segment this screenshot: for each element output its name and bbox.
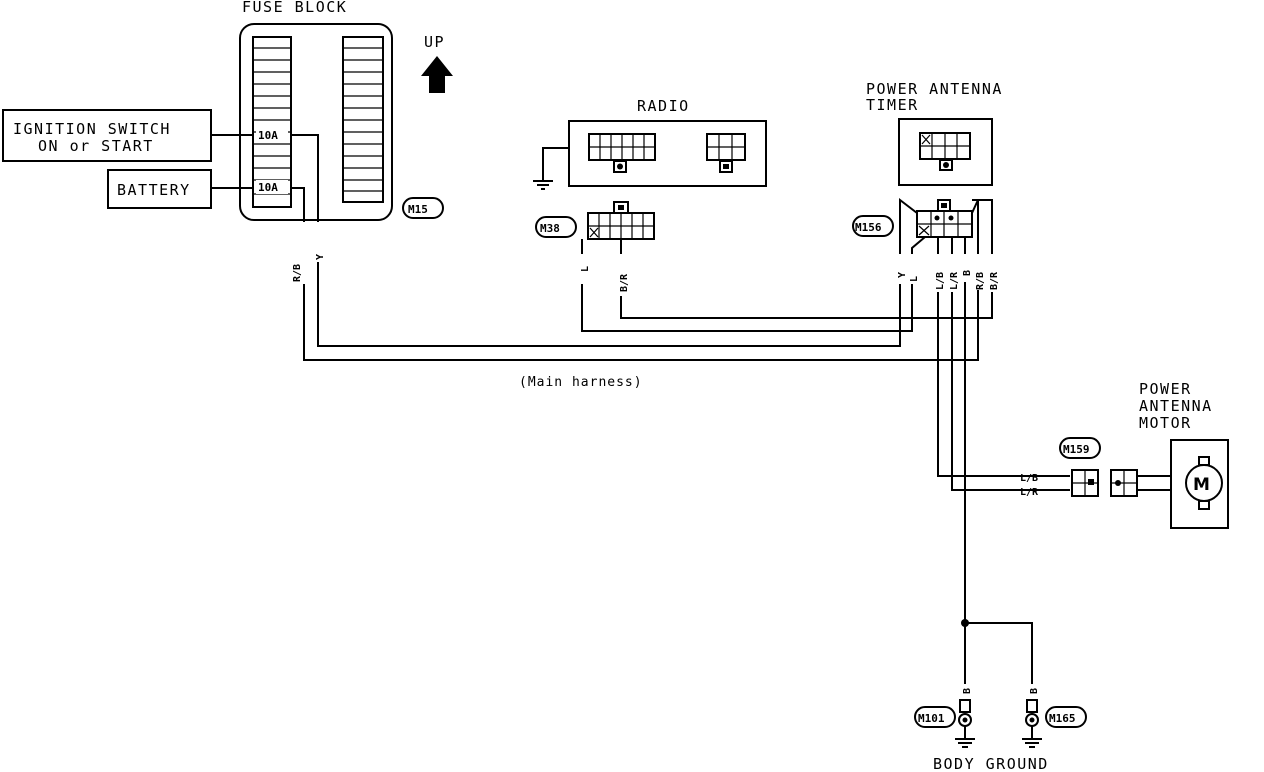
wire-stub-l-timer <box>911 236 926 254</box>
wire-color-rb-fuse: R/B <box>292 264 303 282</box>
ignition-switch-sublabel: ON or START <box>38 137 154 155</box>
connector-m159-label: M159 <box>1063 443 1090 456</box>
wire-stub-y-timer <box>899 197 918 254</box>
wire-color-br-timer: B/R <box>989 271 1000 290</box>
power-antenna-motor-sublabel: ANTENNA <box>1139 397 1213 415</box>
wire-lb-timer-motor <box>937 292 1070 477</box>
ground-right: B M165 <box>1022 688 1087 748</box>
connector-m15: M15 <box>402 197 444 219</box>
radio-connector-right-icon <box>706 133 746 173</box>
connector-m101-label: M101 <box>918 712 945 725</box>
up-arrow-icon <box>421 56 453 93</box>
power-antenna-motor-sublabel2: MOTOR <box>1139 414 1192 432</box>
power-antenna-motor-label: POWER <box>1139 380 1192 398</box>
radio-label: RADIO <box>637 97 690 115</box>
wire-color-lb-timer: L/B <box>935 272 946 290</box>
wire-lr-timer-motor <box>951 292 1070 491</box>
fuse-battery-value: 10A <box>258 181 278 194</box>
wire-color-b-ground-right: B <box>1029 688 1040 694</box>
radio: RADIO <box>533 97 767 190</box>
connector-m38-label: M38 <box>540 222 560 235</box>
fuse-ignition-box <box>256 128 288 142</box>
connector-m15-label: M15 <box>408 203 428 216</box>
fuse-block-label: FUSE BLOCK <box>242 0 347 16</box>
wire-color-b-timer: B <box>962 270 973 276</box>
radio-connector-left-icon <box>588 133 656 173</box>
motor-symbol-letter: M <box>1193 475 1210 495</box>
wire-color-l-timer: L <box>909 276 920 282</box>
up-label: UP <box>424 33 445 51</box>
connector-m156: M156 <box>852 199 973 238</box>
power-antenna-timer-label: POWER ANTENNA <box>866 80 1003 98</box>
fuse-block: FUSE BLOCK 10A 10A M15 <box>239 0 444 221</box>
wire-color-l-radio: L <box>580 266 591 272</box>
up-arrow: UP <box>421 33 453 93</box>
wire-color-rb-timer: R/B <box>975 272 986 290</box>
body-ground-label: BODY GROUND <box>933 755 1049 772</box>
wire-color-br-radio: B/R <box>619 273 630 292</box>
wire-stub-br-timer <box>972 199 993 254</box>
connector-m38: M38 <box>535 201 655 240</box>
motor-case <box>1170 439 1229 529</box>
battery: BATTERY <box>107 169 212 209</box>
wire-fuse-battery-out <box>291 187 305 222</box>
wire-color-lr-motor: L/R <box>1020 487 1039 498</box>
fuse-ignition-value: 10A <box>258 129 278 142</box>
radio-ground-icon <box>533 147 569 190</box>
wire-color-lb-motor: L/B <box>1020 473 1038 484</box>
ignition-switch: IGNITION SWITCH ON or START <box>2 109 212 162</box>
power-antenna-timer-sublabel: TIMER <box>866 96 919 114</box>
fuse-battery-box <box>256 180 288 194</box>
wire-color-y-fuse: Y <box>315 254 326 260</box>
wire-br-radio-timer <box>620 239 993 319</box>
wire-rb-harness <box>303 284 979 361</box>
ignition-switch-label: IGNITION SWITCH <box>13 120 171 138</box>
power-antenna-motor: POWER ANTENNA MOTOR M <box>1139 380 1229 529</box>
power-antenna-timer: POWER ANTENNA TIMER <box>866 80 1003 186</box>
connector-m159: M159 <box>1059 437 1171 497</box>
wire-l-radio-timer <box>581 239 913 332</box>
connector-m156-label: M156 <box>855 221 882 234</box>
main-harness-label: (Main harness) <box>519 375 643 390</box>
wire-y-harness <box>317 262 901 347</box>
wire-b-ground-branch <box>965 622 1033 684</box>
ground-left: B M101 <box>914 688 975 748</box>
wire-fuse-ignition-out <box>291 134 319 222</box>
battery-label: BATTERY <box>117 181 191 199</box>
fuse-column-right <box>342 36 384 203</box>
wire-color-y-timer: Y <box>897 272 908 278</box>
wire-color-lr-timer: L/R <box>949 271 960 290</box>
connector-m165-label: M165 <box>1049 712 1076 725</box>
wire-color-b-ground-left: B <box>962 688 973 694</box>
timer-connector-icon <box>919 132 971 171</box>
